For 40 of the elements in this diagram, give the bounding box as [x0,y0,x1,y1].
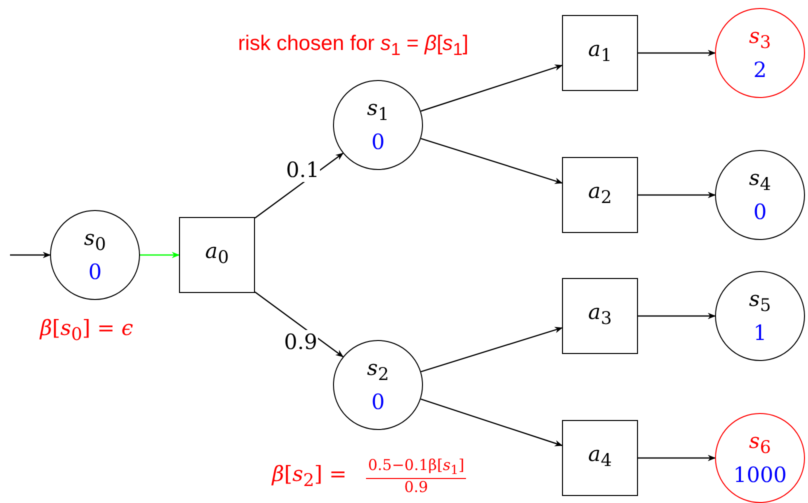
action-box [562,15,638,91]
arrow [420,326,563,372]
arrow [638,192,716,198]
arrow [638,312,716,320]
action-box [562,278,638,354]
node-label: s$_{2}$ [367,355,389,388]
state-value: 1000 [733,462,787,488]
arrow [638,50,716,56]
state-value: 0 [371,128,385,155]
arrow [140,252,180,258]
arrow [10,252,51,258]
arrow [420,398,563,446]
state-value: 0 [753,198,767,225]
arrow [254,292,344,358]
node-label: a$_{2}$ [588,178,612,211]
node-label: s$_{0}$ [84,225,106,258]
formula-text: β[s$_{2}$] = [272,462,347,494]
state-value: 1 [753,320,767,346]
action-box [562,157,638,233]
formula-text: β[s$_{0}$] = ϵ [40,316,134,348]
annotation-text: risk chosen for s$_{1}$ = β[s$_{1}$] [238,32,468,62]
node-label: a$_{3}$ [588,299,612,332]
arrow [638,454,716,462]
action-box [179,217,255,293]
arrow [420,64,563,112]
state-value: 2 [753,56,767,83]
node-label: a$_{0}$ [205,238,229,271]
node-label: a$_{4}$ [588,441,612,474]
node-label: s$_{5}$ [749,286,771,319]
node-label: s$_{1}$ [367,95,389,128]
state-value: 0 [88,258,102,285]
node-label: s$_{6}$ [749,428,771,461]
state-value: 0 [371,388,385,415]
edge-label: 0.1 [285,158,320,182]
action-box [562,420,638,496]
node-label: a$_{1}$ [588,36,612,69]
arrow [420,138,563,184]
node-label: s$_{4}$ [749,165,771,198]
fraction: 0.5−0.1β[s$_{1}$] 0.9 [366,457,466,495]
node-label: s$_{3}$ [749,23,771,56]
